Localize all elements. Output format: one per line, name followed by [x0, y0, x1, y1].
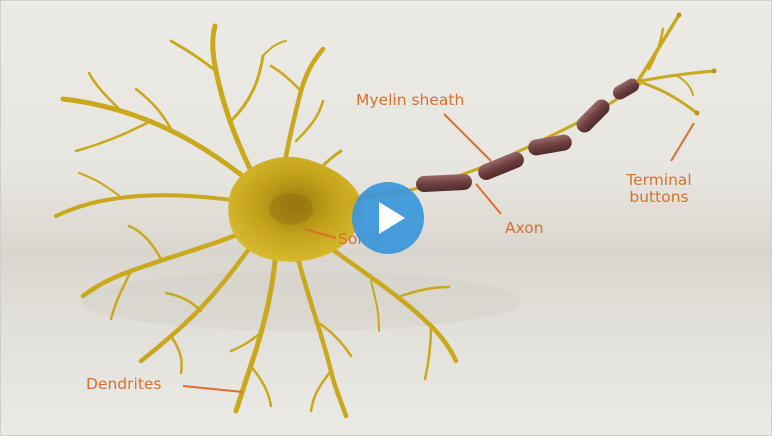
- soma-leader: [304, 228, 337, 239]
- terminal-buttons-label: Terminal buttons: [619, 172, 699, 206]
- dendrites-leader: [182, 385, 244, 393]
- leader-lines: [182, 113, 695, 393]
- myelin-sheath-label: Myelin sheath: [356, 91, 465, 109]
- axon-label: Axon: [505, 219, 544, 237]
- terminal-button: [711, 68, 717, 74]
- terminal-button: [676, 12, 682, 18]
- myelin-leader: [443, 113, 492, 162]
- axon-terminals: [636, 13, 716, 115]
- dendrites-label: Dendrites: [86, 375, 162, 393]
- axon-leader: [475, 183, 502, 215]
- dendrites: [54, 23, 459, 419]
- play-button[interactable]: [352, 182, 424, 254]
- terminal-leader: [670, 122, 695, 162]
- play-icon: [379, 202, 405, 234]
- myelin-sheath: [416, 78, 640, 193]
- terminal-buttons-label-line1: Terminal: [626, 171, 692, 189]
- nucleus: [269, 193, 313, 225]
- terminal-button: [694, 110, 700, 116]
- neuron-shadow: [81, 271, 521, 331]
- terminal-buttons-label-line2: buttons: [629, 188, 689, 206]
